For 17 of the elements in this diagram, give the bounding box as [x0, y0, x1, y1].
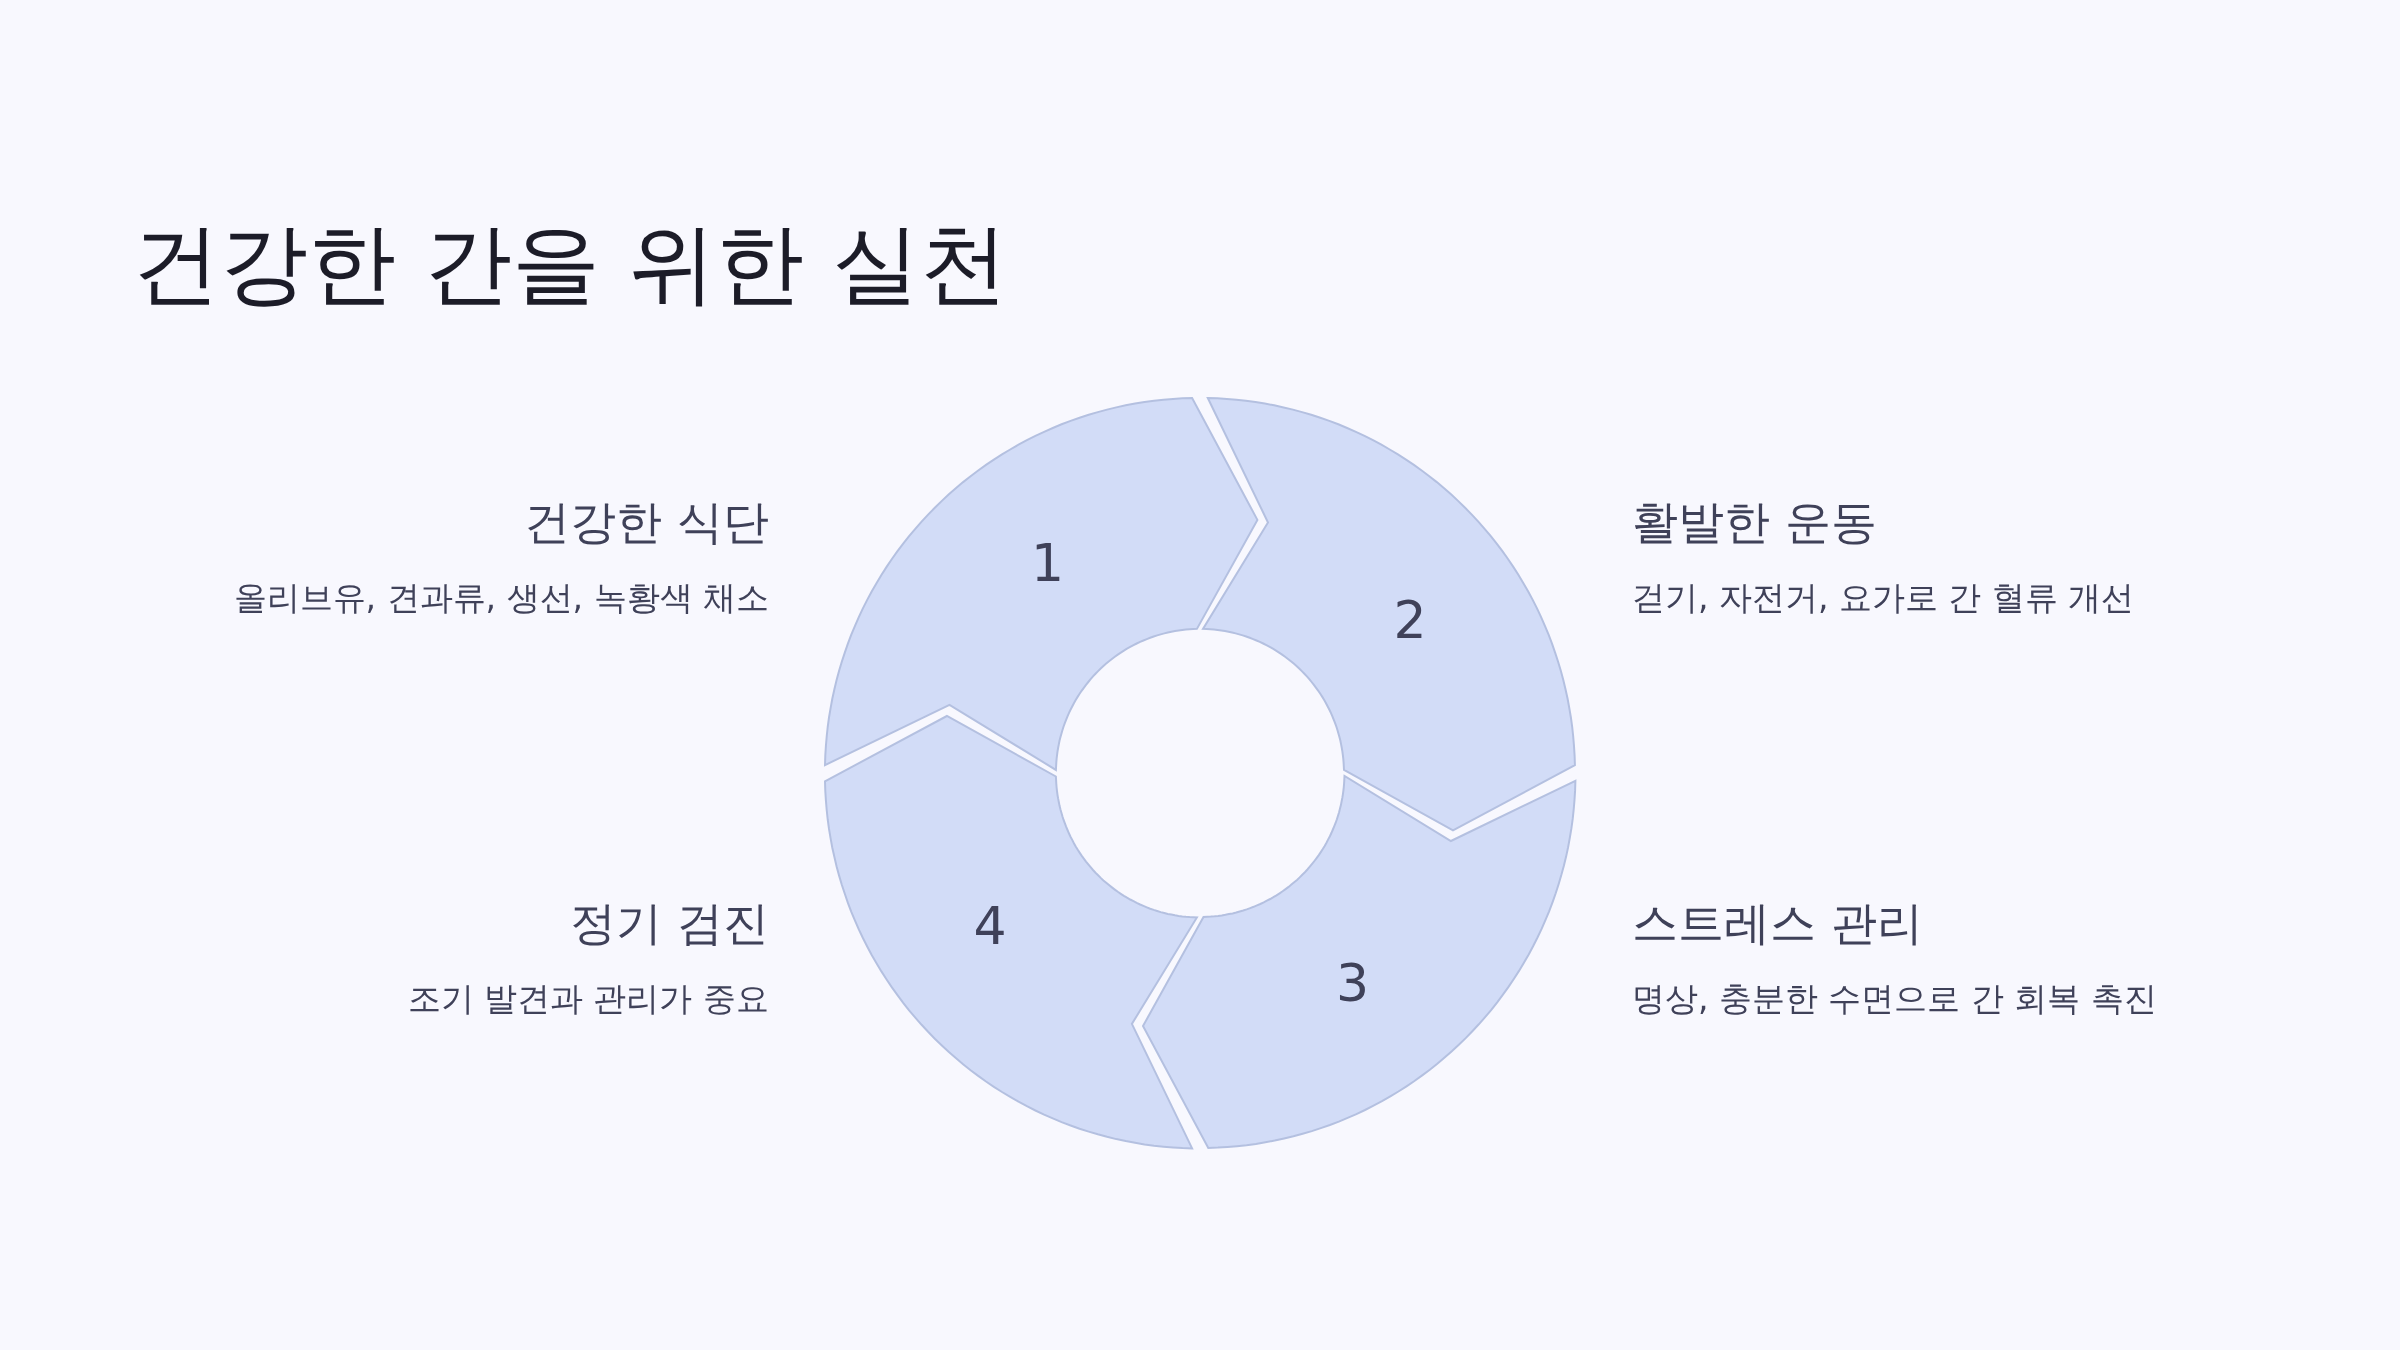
arrow-segment: [1142, 776, 1575, 1148]
step-number: 3: [1335, 952, 1370, 1013]
arrow-segment: [825, 398, 1258, 770]
step-number: 1: [1030, 533, 1064, 594]
step-number: 4: [973, 895, 1007, 956]
arrow-segment: [825, 715, 1197, 1148]
step-description: 조기 발견과 관리가 중요: [407, 978, 769, 1020]
step-heading: 활발한 운동: [1632, 494, 1877, 551]
step-heading: 스트레스 관리: [1632, 895, 1923, 952]
arrow-segment: [1203, 398, 1575, 831]
step-heading: 정기 검진: [570, 895, 769, 952]
step-description: 걷기, 자전거, 요가로 간 혈류 개선: [1632, 577, 2135, 619]
step-description: 올리브유, 견과류, 생선, 녹황색 채소: [233, 577, 769, 619]
step-number: 2: [1393, 590, 1427, 651]
slide-title: 건강한 간을 위한 실천: [132, 211, 1008, 317]
step-heading: 건강한 식단: [524, 494, 769, 551]
step-description: 명상, 충분한 수면으로 간 회복 촉진: [1632, 978, 2157, 1020]
